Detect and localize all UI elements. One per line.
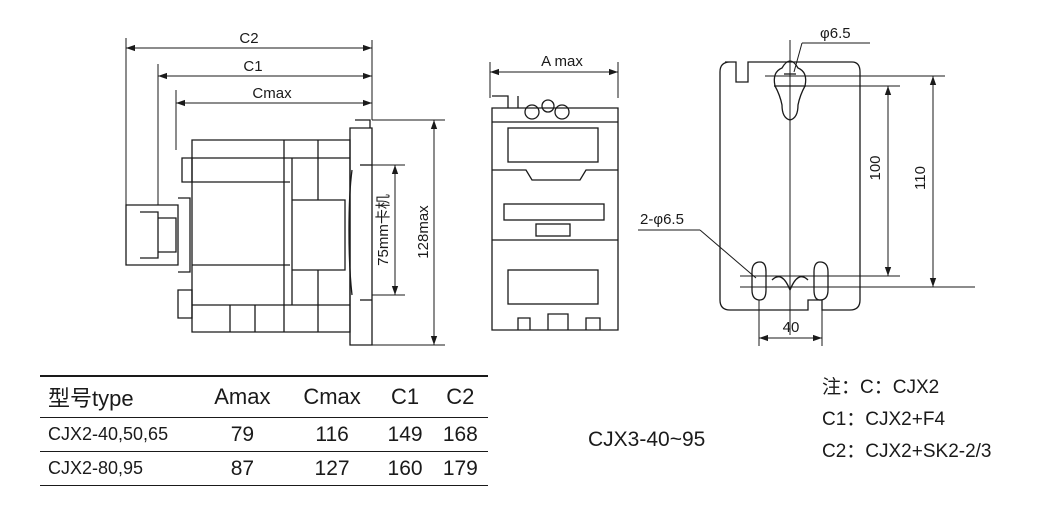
spec-table: 型号type Amax Cmax C1 C2 CJX2-40,50,65 79 … bbox=[40, 375, 488, 486]
side-view: C2 C1 Cmax 128max bbox=[125, 30, 445, 346]
col-header-type: 型号type bbox=[40, 375, 198, 418]
table-row: CJX2-80,95 87 127 160 179 bbox=[40, 451, 488, 486]
col-header-cmax: Cmax bbox=[286, 375, 378, 418]
table-cell: CJX2-80,95 bbox=[40, 451, 198, 486]
note-line: C2：CJX2+SK2-2/3 bbox=[822, 441, 992, 462]
amax-label: A max bbox=[541, 53, 583, 70]
col-header-amax: Amax bbox=[198, 375, 287, 418]
note-line: C1：CJX2+F4 bbox=[822, 409, 946, 430]
front-view: A max bbox=[489, 53, 619, 331]
col-header-c2: C2 bbox=[432, 375, 488, 418]
table-cell: 179 bbox=[432, 451, 488, 486]
note-line: 注：C：CJX2 bbox=[822, 377, 940, 398]
model-caption: CJX3-40~95 bbox=[588, 428, 706, 451]
table-cell: 168 bbox=[432, 417, 488, 452]
hole-bottom-label: 2-φ6.5 bbox=[640, 211, 684, 228]
cmax-label: Cmax bbox=[252, 85, 292, 102]
c1-label: C1 bbox=[243, 58, 262, 75]
hole-top-label: φ6.5 bbox=[820, 25, 851, 42]
table-cell: 127 bbox=[286, 451, 378, 486]
rail-75-label: 75mm卡机 bbox=[375, 194, 392, 266]
height-128-label: 128max bbox=[415, 205, 432, 259]
table-cell: 79 bbox=[198, 417, 287, 452]
table-cell: 116 bbox=[286, 417, 378, 452]
mounting-view: 100 110 φ6.5 2-φ6.5 40 bbox=[638, 25, 975, 346]
col-header-c1: C1 bbox=[377, 375, 433, 418]
table-cell: CJX2-40,50,65 bbox=[40, 417, 198, 452]
table-cell: 160 bbox=[377, 451, 433, 486]
c2-label: C2 bbox=[239, 30, 258, 47]
width-40-label: 40 bbox=[783, 319, 800, 336]
table-row: CJX2-40,50,65 79 116 149 168 bbox=[40, 417, 488, 452]
table-cell: 87 bbox=[198, 451, 287, 486]
table-header-row: 型号type Amax Cmax C1 C2 bbox=[40, 375, 488, 418]
span-110-label: 110 bbox=[912, 166, 929, 190]
table-cell: 149 bbox=[377, 417, 433, 452]
notes: 注：C：CJX2 C1：CJX2+F4 C2：CJX2+SK2-2/3 bbox=[822, 372, 992, 468]
span-100-label: 100 bbox=[867, 155, 884, 180]
